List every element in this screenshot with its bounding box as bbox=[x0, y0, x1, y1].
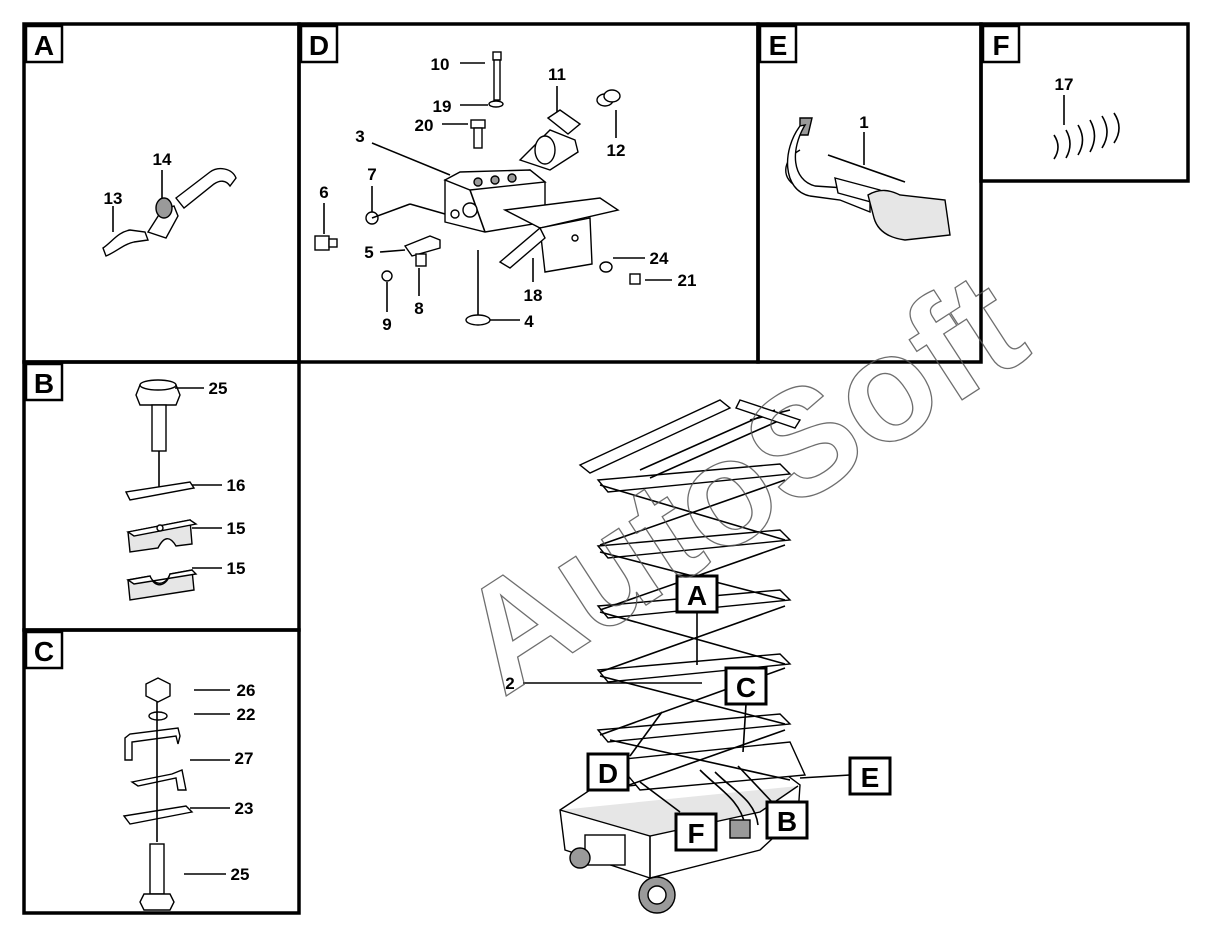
svg-text:E: E bbox=[769, 30, 788, 61]
panel-f-drawing: 17 bbox=[1053, 75, 1120, 160]
panel-b-drawing: 25 16 15 15 bbox=[124, 379, 246, 601]
panel-e-frame bbox=[756, 22, 983, 364]
svg-text:C: C bbox=[736, 672, 756, 703]
part-label: 9 bbox=[382, 315, 391, 334]
callout-b: B bbox=[737, 765, 809, 840]
part-label: 14 bbox=[153, 150, 172, 169]
part-label: 17 bbox=[1055, 75, 1074, 94]
callout-f: F bbox=[639, 781, 718, 852]
svg-text:B: B bbox=[777, 806, 797, 837]
part-label: 12 bbox=[607, 141, 626, 160]
panel-e-drawing: 1 bbox=[785, 113, 951, 241]
svg-text:D: D bbox=[598, 758, 618, 789]
part-label: 18 bbox=[524, 286, 543, 305]
part-label: 16 bbox=[227, 476, 246, 495]
svg-text:D: D bbox=[309, 30, 329, 61]
part-label: 25 bbox=[231, 865, 250, 884]
part-label: 3 bbox=[355, 127, 364, 146]
svg-text:F: F bbox=[992, 30, 1009, 61]
part-label: 26 bbox=[237, 681, 256, 700]
part-label: 20 bbox=[415, 116, 434, 135]
panel-label-c: C bbox=[24, 630, 64, 670]
callout-c: C bbox=[724, 666, 768, 753]
panel-c-frame bbox=[22, 628, 301, 915]
panel-label-f: F bbox=[981, 24, 1021, 64]
part-label: 10 bbox=[431, 55, 450, 74]
callout-a: A bbox=[675, 574, 719, 665]
part-label: 23 bbox=[235, 799, 254, 818]
part-label: 21 bbox=[678, 271, 697, 290]
svg-text:E: E bbox=[861, 762, 880, 793]
part-2-label: 2 bbox=[505, 674, 702, 693]
callout-e: E bbox=[799, 756, 892, 796]
panel-d-drawing: 10 11 19 20 12 3 7 6 5 8 9 18 24 21 4 bbox=[314, 51, 697, 334]
part-label: 19 bbox=[433, 97, 452, 116]
svg-text:A: A bbox=[34, 30, 54, 61]
part-label: 13 bbox=[104, 189, 123, 208]
panel-a-drawing: 13 14 bbox=[102, 150, 237, 257]
svg-text:F: F bbox=[687, 818, 704, 849]
svg-text:B: B bbox=[34, 368, 54, 399]
part-label: 6 bbox=[319, 183, 328, 202]
part-label: 8 bbox=[414, 299, 423, 318]
part-label: 27 bbox=[235, 749, 254, 768]
panel-label-d: D bbox=[299, 24, 339, 64]
part-label: 22 bbox=[237, 705, 256, 724]
callout-d: D bbox=[586, 711, 663, 792]
part-label: 24 bbox=[650, 249, 669, 268]
part-label: 25 bbox=[209, 379, 228, 398]
panel-f-frame bbox=[979, 22, 1190, 183]
panel-label-b: B bbox=[24, 362, 64, 402]
part-label: 1 bbox=[859, 113, 868, 132]
svg-text:A: A bbox=[687, 580, 707, 611]
part-label: 7 bbox=[367, 165, 376, 184]
svg-text:C: C bbox=[34, 636, 54, 667]
panel-c-drawing: 26 22 27 23 25 bbox=[122, 677, 256, 911]
svg-text:2: 2 bbox=[505, 674, 514, 693]
part-label: 15 bbox=[227, 519, 246, 538]
part-label: 15 bbox=[227, 559, 246, 578]
part-label: 11 bbox=[548, 65, 566, 84]
part-label: 4 bbox=[524, 312, 534, 331]
panel-label-e: E bbox=[758, 24, 798, 64]
panel-label-a: A bbox=[24, 24, 64, 64]
part-label: 5 bbox=[364, 243, 373, 262]
